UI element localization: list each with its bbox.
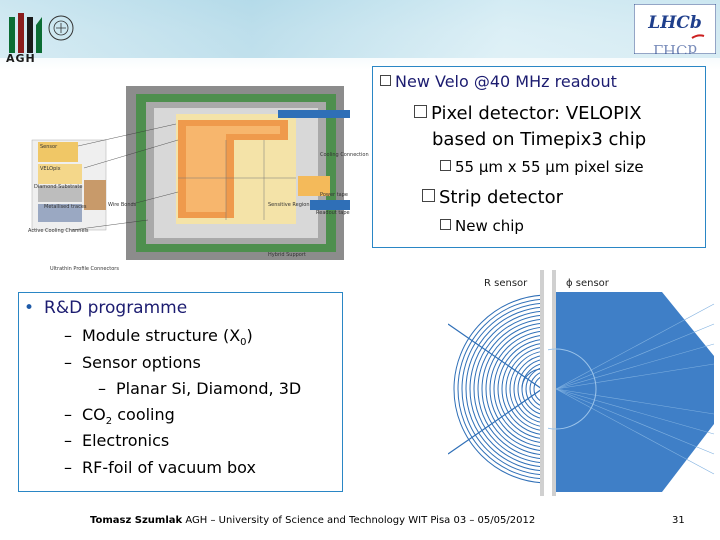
dash-bullet: – <box>64 353 72 372</box>
agh-logo-text: AGH <box>6 52 36 65</box>
dash-bullet: – <box>64 431 72 450</box>
top-banner <box>0 0 720 58</box>
new-chip: New chip <box>440 217 524 235</box>
label-velopix: VELOpix <box>40 166 61 172</box>
dash-bullet: – <box>64 458 72 477</box>
label-power-tape: Power tape <box>320 192 348 198</box>
pixel-detector-line2: based on Timepix3 chip <box>432 129 647 150</box>
svg-text:LHCb: LHCb <box>653 41 697 54</box>
label-sensor: Sensor <box>40 144 58 150</box>
phi-sensor-label: ϕ sensor <box>566 278 610 289</box>
label-connectors: Ultrathin Profile Connectors <box>50 266 119 272</box>
rd-item-electronics: –Electronics <box>64 431 170 450</box>
label-wirebonds: Wire Bonds <box>108 202 137 208</box>
page-number: 31 <box>672 515 685 526</box>
square-bullet-icon <box>380 75 391 86</box>
rd-programme-box <box>18 292 343 492</box>
label-diamond: Diamond Substrate <box>34 184 82 190</box>
label-sensitive-region: Sensitive Region <box>268 202 310 208</box>
strip-detector: Strip detector <box>422 187 563 208</box>
square-bullet-icon <box>414 105 427 118</box>
label-cooling-connection: Cooling Connection <box>320 152 369 158</box>
pixel-detector-line1: Pixel detector: VELOPIX <box>414 103 642 124</box>
square-bullet-icon <box>440 160 451 171</box>
velopix-module-diagram: Sensor VELOpix Diamond Substrate Metalli… <box>28 80 372 280</box>
rd-item-planar: –Planar Si, Diamond, 3D <box>98 379 302 398</box>
footer: Tomasz Szumlak AGH – University of Scien… <box>90 515 535 531</box>
bullet-dot: • <box>24 298 35 318</box>
sensor-images: R sensor ϕ sensor <box>448 270 715 496</box>
label-metallised: Metallised traces <box>44 204 87 210</box>
rd-item-sensor: –Sensor options <box>64 353 201 372</box>
rd-title: •R&D programme <box>24 298 188 318</box>
lhcb-logo-text: LHCb <box>647 13 701 33</box>
velo-readout-box <box>372 66 706 248</box>
velo-title: New Velo @40 MHz readout <box>380 72 617 91</box>
dash-bullet: – <box>98 379 106 398</box>
label-readout-tape: Readout tape <box>316 210 350 216</box>
r-sensor-label: R sensor <box>484 278 528 289</box>
dash-bullet: – <box>64 405 72 424</box>
rd-item-rffoil: –RF-foil of vacuum box <box>64 458 256 477</box>
lhcb-logo: LHCb LHCb <box>634 4 716 54</box>
rd-item-cooling: –CO2 cooling <box>64 405 175 428</box>
university-seal <box>48 15 74 41</box>
label-cooling-channels: Active Cooling Channels <box>28 228 89 234</box>
pixel-size: 55 µm x 55 µm pixel size <box>440 158 644 176</box>
agh-logo <box>9 13 42 53</box>
label-hybrid-support: Hybrid Support <box>268 252 306 258</box>
rd-item-module: –Module structure (X0) <box>64 326 253 349</box>
square-bullet-icon <box>422 189 435 202</box>
square-bullet-icon <box>440 219 451 230</box>
footer-author: Tomasz Szumlak <box>90 515 183 526</box>
footer-affiliation: AGH – University of Science and Technolo… <box>185 515 536 526</box>
dash-bullet: – <box>64 326 72 345</box>
